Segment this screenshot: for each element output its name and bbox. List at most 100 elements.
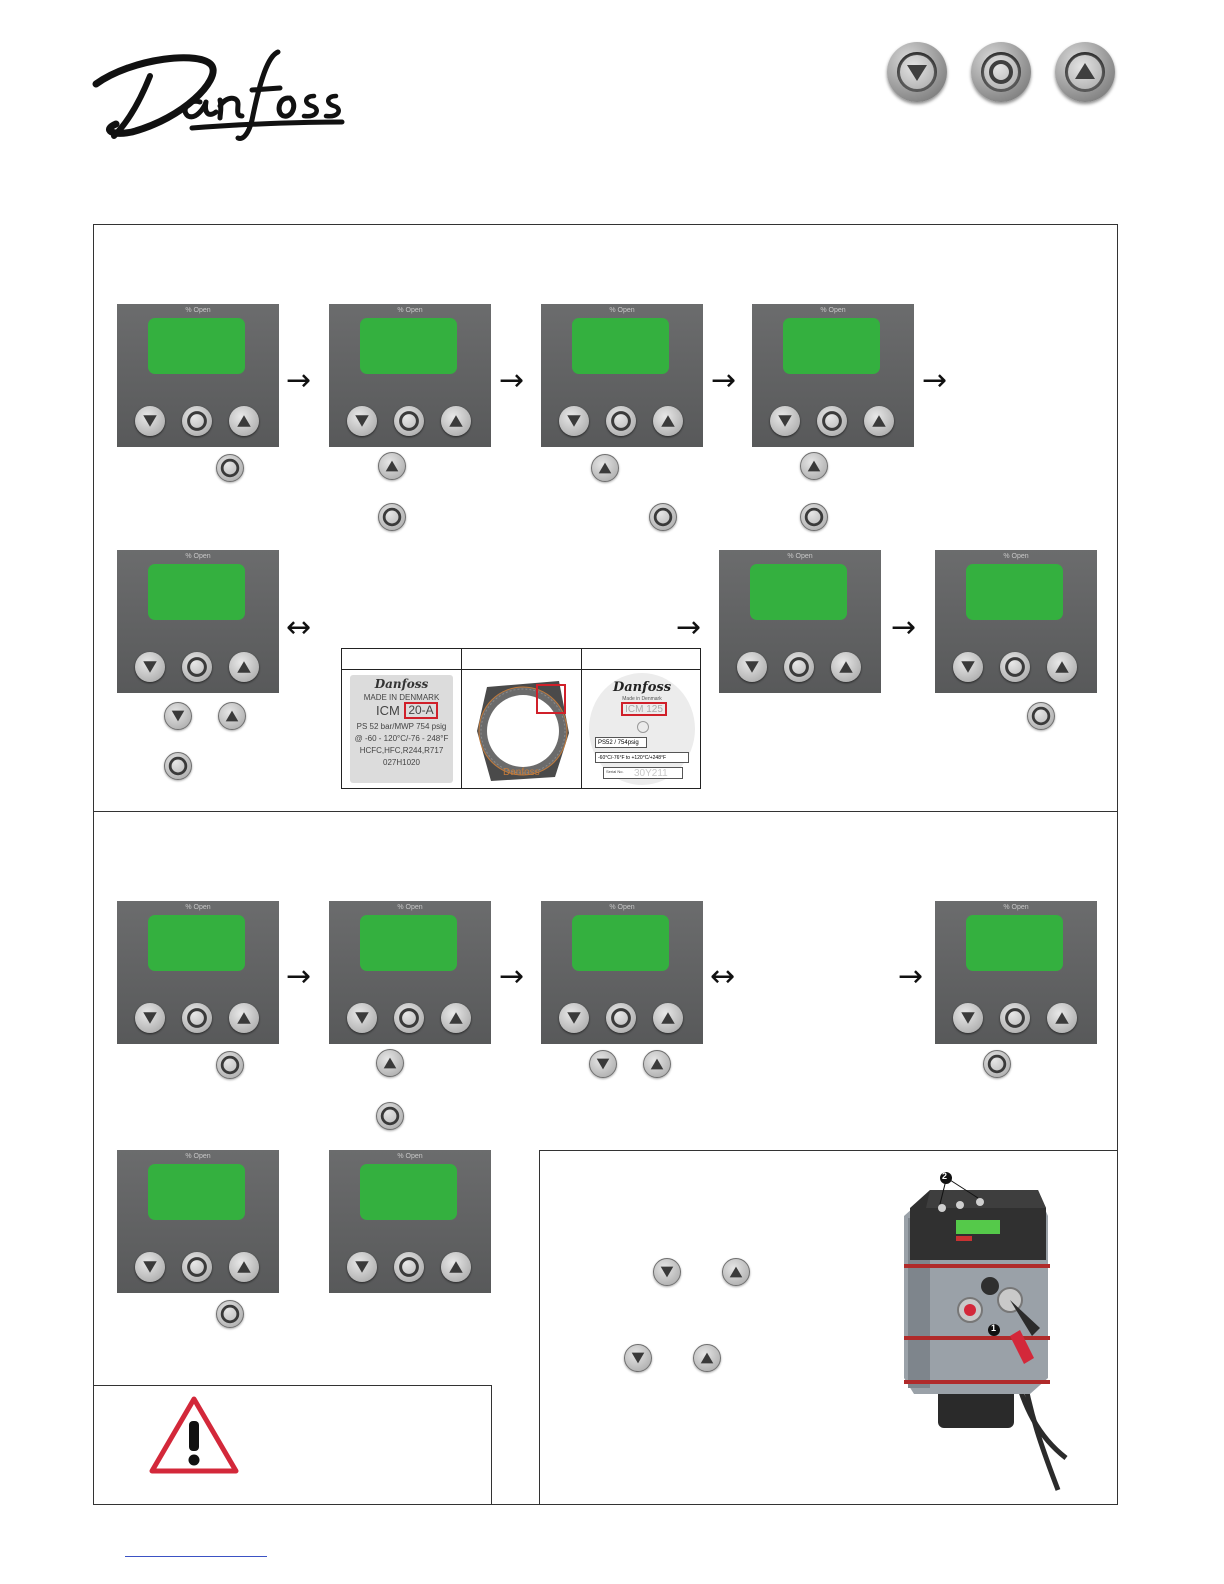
up-button[interactable] bbox=[722, 1258, 750, 1286]
down-icon bbox=[653, 1258, 681, 1291]
panel-down-button[interactable] bbox=[559, 1003, 589, 1033]
enter-button[interactable] bbox=[378, 503, 406, 531]
enter-icon bbox=[216, 1300, 244, 1333]
panel-up-button[interactable] bbox=[653, 1003, 683, 1033]
down-button[interactable] bbox=[887, 42, 947, 102]
up-icon bbox=[229, 1252, 259, 1287]
panel-up-button[interactable] bbox=[229, 406, 259, 436]
panel-up-button[interactable] bbox=[653, 406, 683, 436]
up-icon bbox=[1047, 1003, 1077, 1038]
panel-down-button[interactable] bbox=[135, 1003, 165, 1033]
down-icon bbox=[135, 652, 165, 687]
enter-button[interactable] bbox=[376, 1102, 404, 1130]
controller-panel: % Open bbox=[719, 550, 881, 693]
enter-icon bbox=[394, 1003, 424, 1038]
panel-enter-button[interactable] bbox=[394, 406, 424, 436]
down-icon bbox=[135, 406, 165, 441]
panel-down-button[interactable] bbox=[559, 406, 589, 436]
panel-enter-button[interactable] bbox=[394, 1003, 424, 1033]
panel-enter-button[interactable] bbox=[394, 1252, 424, 1282]
up-icon bbox=[229, 406, 259, 441]
panel-label: % Open bbox=[397, 1153, 423, 1160]
enter-button[interactable] bbox=[971, 42, 1031, 102]
enter-button[interactable] bbox=[216, 454, 244, 482]
panel-enter-button[interactable] bbox=[182, 406, 212, 436]
panel-down-button[interactable] bbox=[347, 1003, 377, 1033]
panel-up-button[interactable] bbox=[441, 1003, 471, 1033]
panel-enter-button[interactable] bbox=[1000, 652, 1030, 682]
up-icon bbox=[653, 406, 683, 441]
down-icon bbox=[907, 65, 927, 81]
label-plate-1: Danfoss MADE IN DENMARK ICM 20-A PS 52 b… bbox=[350, 675, 453, 783]
enter-button[interactable] bbox=[216, 1051, 244, 1079]
down-icon bbox=[953, 652, 983, 687]
enter-button[interactable] bbox=[1027, 702, 1055, 730]
controller-panel: % Open bbox=[117, 304, 279, 447]
panel-label: % Open bbox=[820, 307, 846, 314]
panel-enter-button[interactable] bbox=[817, 406, 847, 436]
enter-icon bbox=[182, 406, 212, 441]
warning-box bbox=[93, 1385, 492, 1505]
up-button[interactable] bbox=[218, 702, 246, 730]
down-button[interactable] bbox=[589, 1050, 617, 1078]
enter-button[interactable] bbox=[649, 503, 677, 531]
enter-icon bbox=[216, 454, 244, 487]
up-button[interactable] bbox=[643, 1050, 671, 1078]
down-button[interactable] bbox=[624, 1344, 652, 1372]
label3-serial-label: Serial No. bbox=[606, 769, 624, 774]
panel-down-button[interactable] bbox=[347, 1252, 377, 1282]
enter-button[interactable] bbox=[164, 752, 192, 780]
panel-up-button[interactable] bbox=[864, 406, 894, 436]
panel-up-button[interactable] bbox=[1047, 1003, 1077, 1033]
enter-button[interactable] bbox=[983, 1050, 1011, 1078]
up-icon bbox=[1075, 63, 1095, 79]
panel-up-button[interactable] bbox=[441, 406, 471, 436]
panel-up-button[interactable] bbox=[229, 1252, 259, 1282]
panel-down-button[interactable] bbox=[770, 406, 800, 436]
up-button[interactable] bbox=[1055, 42, 1115, 102]
panel-enter-button[interactable] bbox=[182, 652, 212, 682]
panel-display bbox=[783, 318, 880, 374]
up-icon bbox=[1047, 652, 1077, 687]
down-icon bbox=[135, 1003, 165, 1038]
down-icon bbox=[737, 652, 767, 687]
panel-down-button[interactable] bbox=[347, 406, 377, 436]
right-arrow-icon: → bbox=[499, 363, 525, 398]
up-button[interactable] bbox=[591, 454, 619, 482]
right-arrow-icon: → bbox=[676, 610, 702, 645]
panel-up-button[interactable] bbox=[229, 1003, 259, 1033]
label3-pressure: PS52 / 754psig bbox=[595, 737, 647, 748]
enter-button[interactable] bbox=[800, 503, 828, 531]
panel-display bbox=[966, 915, 1063, 971]
panel-down-button[interactable] bbox=[135, 406, 165, 436]
footer-link[interactable] bbox=[125, 1556, 267, 1557]
up-button[interactable] bbox=[800, 452, 828, 480]
label1-refrigerants: HCFC,HFC,R244,R717 bbox=[359, 746, 444, 755]
down-icon bbox=[347, 1003, 377, 1038]
panel-enter-button[interactable] bbox=[1000, 1003, 1030, 1033]
panel-up-button[interactable] bbox=[441, 1252, 471, 1282]
panel-up-button[interactable] bbox=[1047, 652, 1077, 682]
panel-enter-button[interactable] bbox=[784, 652, 814, 682]
down-button[interactable] bbox=[164, 702, 192, 730]
up-button[interactable] bbox=[376, 1049, 404, 1077]
down-icon bbox=[559, 1003, 589, 1038]
panel-down-button[interactable] bbox=[953, 1003, 983, 1033]
panel-up-button[interactable] bbox=[229, 652, 259, 682]
label3-temperature: -60°C/-76°F to +120°C/+248°F bbox=[595, 752, 689, 763]
panel-down-button[interactable] bbox=[135, 1252, 165, 1282]
up-button[interactable] bbox=[693, 1344, 721, 1372]
panel-down-button[interactable] bbox=[135, 652, 165, 682]
panel-enter-button[interactable] bbox=[606, 406, 636, 436]
panel-enter-button[interactable] bbox=[182, 1252, 212, 1282]
enter-button[interactable] bbox=[216, 1300, 244, 1328]
panel-enter-button[interactable] bbox=[182, 1003, 212, 1033]
panel-enter-button[interactable] bbox=[606, 1003, 636, 1033]
panel-up-button[interactable] bbox=[831, 652, 861, 682]
right-arrow-icon: → bbox=[286, 959, 312, 994]
down-button[interactable] bbox=[653, 1258, 681, 1286]
panel-down-button[interactable] bbox=[953, 652, 983, 682]
label1-model-highlight: 20-A bbox=[404, 702, 438, 719]
up-button[interactable] bbox=[378, 452, 406, 480]
panel-down-button[interactable] bbox=[737, 652, 767, 682]
